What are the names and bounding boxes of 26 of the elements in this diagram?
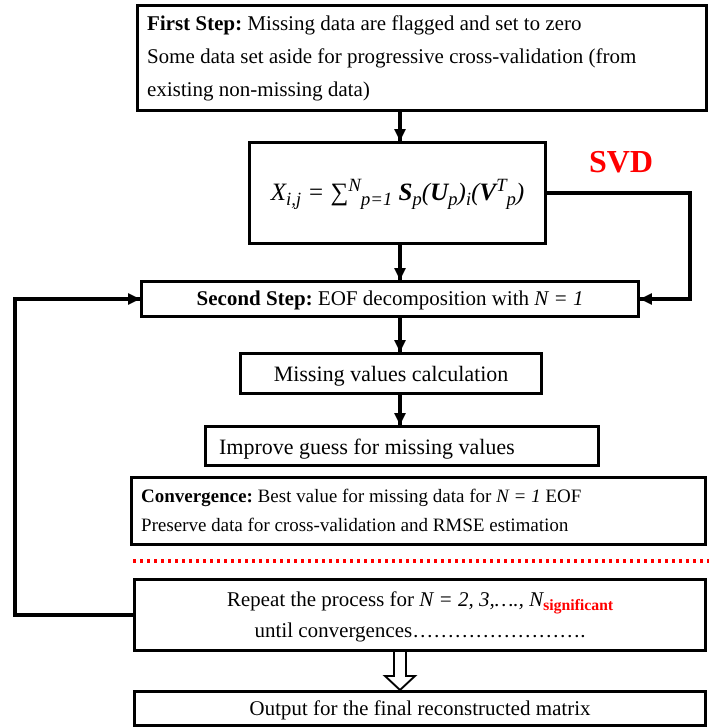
arrow xyxy=(13,293,140,617)
box-text: First Step: Missing data are flagged and set to zero xyxy=(147,10,582,37)
arrow xyxy=(394,112,406,141)
box-text: until convergences……………………. xyxy=(254,617,586,644)
process-box xyxy=(239,352,543,395)
process-box xyxy=(136,4,708,112)
arrow xyxy=(394,318,406,352)
box-text: Improve guess for missing values xyxy=(219,432,515,461)
box-text: Second Step: EOF decomposition with N = 1 xyxy=(196,285,584,312)
box-text: Missing values calculation xyxy=(274,360,508,388)
hollow-arrow xyxy=(382,651,418,692)
process-box xyxy=(140,280,640,318)
box-text: Repeat the process for N = 2, 3,…., N$_{significant}$ xyxy=(226,586,614,615)
arrow xyxy=(394,395,406,425)
process-box xyxy=(130,476,707,546)
box-text: Convergence: Best value for missing data for N = 1 EOF xyxy=(141,485,582,509)
formula-text: X$_{i,j}$ = ∑$^{N}$$_{p=1}$ S$_{p}$(U$_{p}$)$_{i}$(V$^{T}$$_{p}$) xyxy=(270,174,524,212)
arrow xyxy=(547,191,692,305)
process-box xyxy=(204,425,600,467)
process-box xyxy=(248,141,547,245)
arrow xyxy=(394,245,406,280)
box-text: Output for the final reconstructed matrix xyxy=(249,694,591,722)
process-box xyxy=(133,578,707,652)
box-text: Some data set aside for progressive cross-validation (from existing non-missing data) xyxy=(147,43,638,103)
process-box xyxy=(133,690,707,727)
box-text: Preserve data for cross-validation and RMSE estimation xyxy=(141,514,568,538)
